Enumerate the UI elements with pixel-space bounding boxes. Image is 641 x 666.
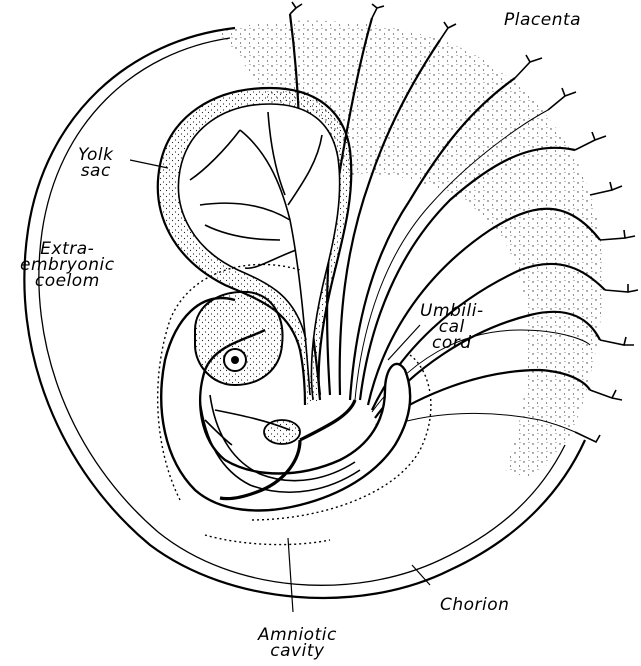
chorion-label: Chorion xyxy=(440,597,509,613)
umbilical-cord-label: Umbili- cal cord xyxy=(420,303,484,351)
extraembryonic-coelom-label: Extra- embryonic coelom xyxy=(20,241,115,289)
yolk-sac-label: Yolk sac xyxy=(78,147,114,179)
placenta-label: Placenta xyxy=(504,12,581,28)
amniotic-cavity-boundary xyxy=(205,535,330,545)
eye-pupil xyxy=(231,356,239,364)
heart xyxy=(264,420,300,444)
amniotic-cavity-label: Amniotic cavity xyxy=(258,627,337,659)
